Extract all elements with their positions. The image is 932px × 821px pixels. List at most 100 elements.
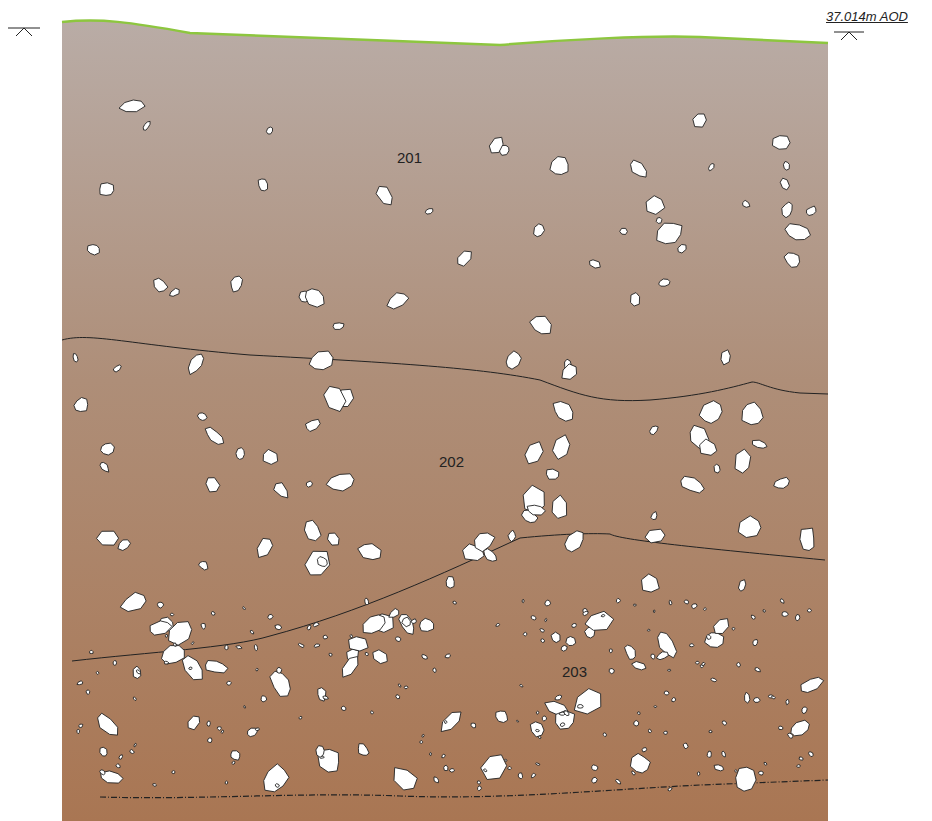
stone [523, 632, 527, 636]
stone [212, 612, 216, 616]
stone [250, 631, 253, 635]
stone [692, 604, 697, 609]
stone [609, 669, 614, 674]
stone [517, 720, 519, 722]
stone [536, 729, 540, 731]
stone [275, 784, 279, 788]
stone [236, 448, 245, 460]
stone [266, 127, 272, 134]
stone [130, 750, 135, 754]
stone [531, 616, 536, 620]
stone [434, 777, 439, 783]
stone [314, 644, 320, 647]
stone [306, 481, 312, 487]
stone [620, 228, 628, 234]
stone [489, 137, 503, 153]
stone [786, 700, 789, 705]
stone [207, 721, 210, 726]
stone [565, 531, 583, 552]
stone [172, 771, 175, 774]
stone [164, 661, 169, 664]
stone [342, 657, 358, 678]
stone [722, 721, 726, 725]
stone [422, 734, 424, 737]
stone [206, 661, 229, 673]
stone [445, 654, 450, 658]
stone [753, 639, 758, 645]
stone [590, 260, 601, 268]
stone [398, 684, 401, 687]
stone [601, 615, 605, 617]
stone [136, 670, 140, 674]
stone [714, 619, 729, 634]
stone [522, 599, 524, 603]
stone [101, 443, 115, 455]
stone [753, 440, 768, 448]
stone [764, 762, 767, 765]
stone [326, 474, 354, 491]
stone [453, 601, 456, 604]
stone-inclusions [73, 100, 824, 792]
stone [654, 706, 657, 708]
stone [532, 773, 536, 778]
stone [560, 723, 564, 727]
stone [244, 706, 246, 709]
level-annotation: 37.014m AOD [826, 9, 908, 24]
excavation-base [100, 780, 828, 798]
stone [328, 533, 340, 545]
stone [592, 765, 598, 771]
stone [753, 698, 760, 703]
stone [90, 650, 94, 653]
stone [433, 668, 436, 673]
stone [656, 652, 668, 660]
stone [444, 721, 446, 724]
stone [578, 705, 584, 709]
stone [264, 764, 289, 792]
stone [562, 364, 577, 379]
stone [657, 223, 682, 244]
ground-surface [62, 20, 828, 45]
stone [540, 629, 545, 632]
stone [496, 624, 500, 627]
stone [116, 764, 120, 768]
stone [736, 767, 756, 791]
stone [553, 435, 570, 460]
stone [261, 696, 267, 702]
stone [714, 464, 720, 473]
stone [530, 722, 544, 737]
stone [722, 751, 726, 757]
stone [169, 622, 192, 646]
stone [113, 365, 121, 372]
stone [572, 624, 577, 628]
stone [358, 744, 369, 756]
stone [650, 426, 659, 435]
stone [174, 643, 177, 646]
stone [797, 765, 801, 768]
stone [442, 754, 446, 758]
stone [231, 276, 243, 292]
stone [693, 114, 707, 127]
stone [702, 662, 705, 665]
stone [120, 592, 146, 611]
stone [508, 530, 516, 542]
soil-section [62, 20, 828, 821]
stone [119, 100, 145, 112]
stone [574, 689, 601, 714]
stone [373, 650, 388, 664]
stone [659, 279, 670, 286]
stone [631, 293, 640, 306]
stone [699, 401, 722, 424]
stone [484, 769, 487, 772]
stone [564, 711, 569, 716]
stone [690, 644, 694, 647]
stone [399, 615, 414, 635]
stone [100, 770, 105, 775]
datum-symbol [8, 28, 864, 40]
stone [541, 639, 545, 643]
stone [441, 712, 461, 732]
stone [341, 706, 346, 710]
stone [263, 449, 278, 464]
stone [785, 224, 811, 240]
stone [157, 602, 163, 608]
stone [545, 600, 551, 606]
